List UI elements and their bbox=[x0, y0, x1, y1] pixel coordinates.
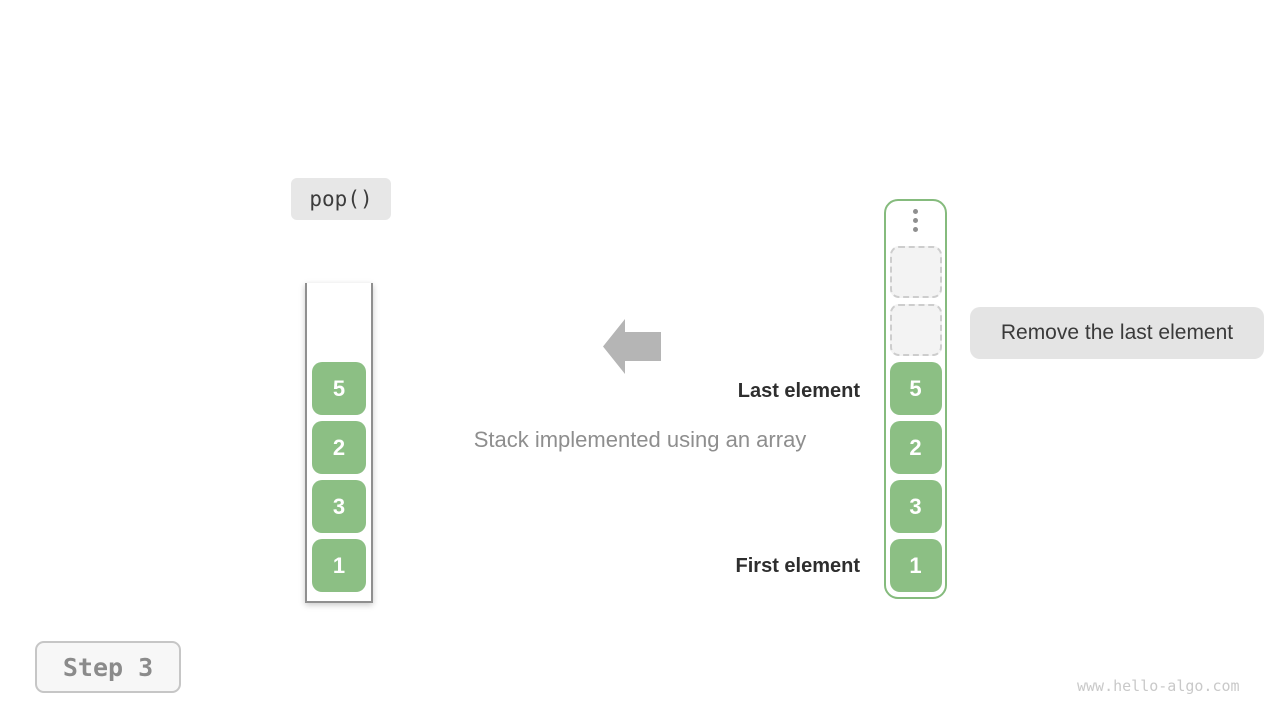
first-element-label: First element bbox=[735, 555, 860, 577]
array-empty-slot bbox=[889, 246, 942, 298]
array-cell: 1 bbox=[889, 539, 942, 592]
step-badge: Step 3 bbox=[35, 641, 181, 693]
stack-cell: 1 bbox=[312, 539, 366, 592]
array-cell: 2 bbox=[889, 421, 942, 474]
dot bbox=[913, 218, 918, 223]
last-element-label: Last element bbox=[737, 380, 860, 402]
left-arrow-icon bbox=[603, 319, 661, 374]
watermark-text: www.hello-algo.com bbox=[1077, 677, 1240, 695]
vertical-ellipsis-icon bbox=[913, 209, 918, 232]
array-cell: 3 bbox=[889, 480, 942, 533]
stack-cell: 5 bbox=[312, 362, 366, 415]
stack-cell: 2 bbox=[312, 421, 366, 474]
dot bbox=[913, 227, 918, 232]
array-empty-slot bbox=[889, 304, 942, 356]
left-arrow-shape bbox=[603, 319, 661, 374]
stack-container: 5 2 3 1 bbox=[305, 283, 373, 603]
array-cell: 5 bbox=[889, 362, 942, 415]
annotation-label: Remove the last element bbox=[970, 307, 1264, 359]
operation-label: pop() bbox=[291, 178, 391, 220]
stack-cell: 3 bbox=[312, 480, 366, 533]
array-container: 5 2 3 1 bbox=[884, 199, 947, 599]
dot bbox=[913, 209, 918, 214]
caption-text: Stack implemented using an array bbox=[473, 427, 807, 452]
